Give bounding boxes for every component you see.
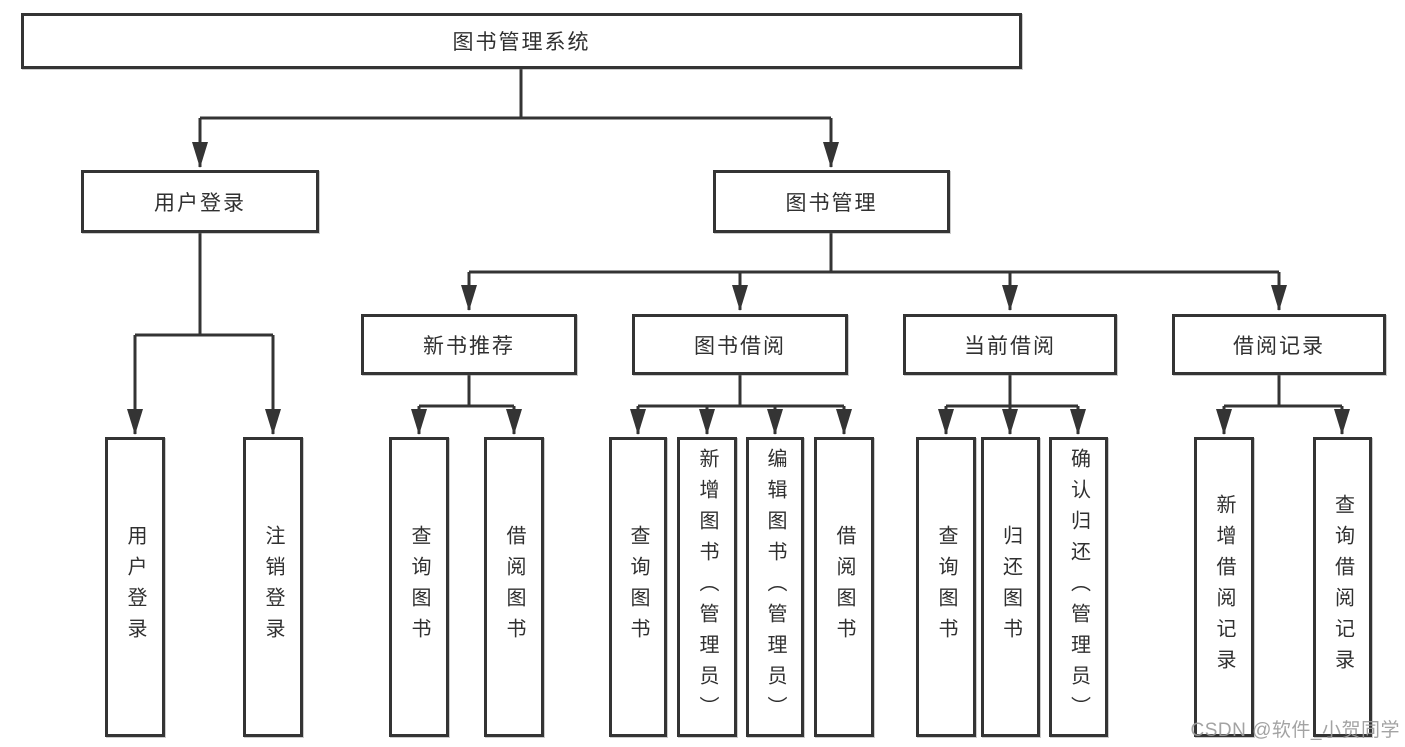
node-current-borrowing-label: 当前借阅 <box>964 334 1056 358</box>
leaf-current-confirm-return-admin-label: 确认归还（管理员） <box>1067 447 1090 727</box>
leaf-newbooks-borrow-books-label: 借阅图书 <box>503 525 525 649</box>
node-user-login-label: 用户登录 <box>154 191 246 215</box>
leaf-borrowing-add-books-admin-label: 新增图书（管理员） <box>696 447 718 727</box>
leaf-newbooks-query-books-label: 查询图书 <box>408 525 430 649</box>
leaf-current-return-books-label: 归还图书 <box>999 525 1022 649</box>
leaf-user-login: 用户登录 <box>105 437 165 737</box>
leaf-current-confirm-return-admin: 确认归还（管理员） <box>1049 437 1108 737</box>
node-book-borrowing: 图书借阅 <box>632 314 848 375</box>
leaf-borrowing-edit-books-admin-label: 编辑图书（管理员） <box>764 447 786 727</box>
leaf-borrowing-borrow-books-label: 借阅图书 <box>833 525 855 649</box>
node-root-label: 图书管理系统 <box>452 31 591 54</box>
leaf-newbooks-query-books: 查询图书 <box>389 437 449 737</box>
node-borrowing-records-label: 借阅记录 <box>1233 334 1325 358</box>
leaf-records-add-record: 新增借阅记录 <box>1194 437 1254 737</box>
node-book-management-label: 图书管理 <box>785 191 878 215</box>
node-new-book-recommend-label: 新书推荐 <box>423 334 515 358</box>
leaf-user-login-label: 用户登录 <box>124 525 146 649</box>
leaf-records-add-record-label: 新增借阅记录 <box>1213 494 1235 680</box>
leaf-borrowing-edit-books-admin: 编辑图书（管理员） <box>746 437 804 737</box>
leaf-logout: 注销登录 <box>243 437 303 737</box>
node-new-book-recommend: 新书推荐 <box>361 314 577 375</box>
node-book-borrowing-label: 图书借阅 <box>694 334 786 358</box>
leaf-borrowing-query-books: 查询图书 <box>609 437 667 737</box>
watermark: CSDN @软件_小贺同学 <box>1190 720 1400 741</box>
leaf-current-query-books-label: 查询图书 <box>935 525 957 649</box>
leaf-newbooks-borrow-books: 借阅图书 <box>484 437 544 737</box>
node-user-login: 用户登录 <box>81 170 319 233</box>
leaf-records-query-record: 查询借阅记录 <box>1313 437 1372 737</box>
node-book-management: 图书管理 <box>713 170 950 233</box>
node-current-borrowing: 当前借阅 <box>903 314 1117 375</box>
leaf-logout-label: 注销登录 <box>262 525 284 649</box>
node-root-system: 图书管理系统 <box>21 13 1022 69</box>
leaf-current-query-books: 查询图书 <box>916 437 976 737</box>
leaf-borrowing-query-books-label: 查询图书 <box>627 525 649 649</box>
leaf-borrowing-add-books-admin: 新增图书（管理员） <box>677 437 737 737</box>
leaf-borrowing-borrow-books: 借阅图书 <box>814 437 874 737</box>
leaf-current-return-books: 归还图书 <box>981 437 1040 737</box>
leaf-records-query-record-label: 查询借阅记录 <box>1331 494 1354 680</box>
node-borrowing-records: 借阅记录 <box>1172 314 1386 375</box>
